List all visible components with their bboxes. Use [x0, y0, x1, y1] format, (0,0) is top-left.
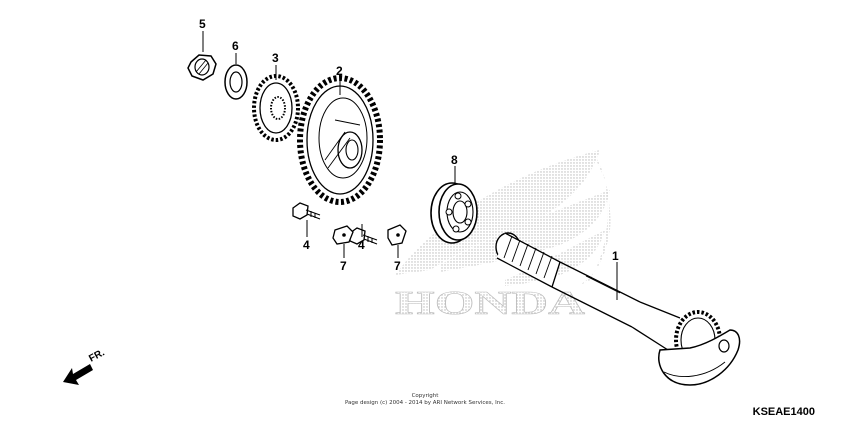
callout-4-right: 4 [358, 238, 365, 252]
bolt-part-4-left [292, 202, 321, 220]
stopper-plate-part-7-left [332, 225, 354, 245]
stopper-plate-part-7-right [387, 224, 407, 246]
washer-part-6 [224, 64, 248, 100]
honda-watermark-text: HONDA [395, 285, 586, 322]
hex-nut-part-5 [187, 54, 217, 81]
front-direction-label: FR. [87, 347, 107, 364]
callout-3: 3 [272, 51, 279, 65]
callout-4-left: 4 [303, 238, 310, 252]
callout-8: 8 [451, 153, 458, 167]
leader-lines [202, 31, 618, 300]
callout-7-left: 7 [340, 259, 347, 273]
honda-wing-watermark [395, 150, 611, 286]
callout-1: 1 [612, 249, 619, 263]
front-direction-arrow [63, 364, 93, 385]
large-gear-part-2 [297, 75, 383, 205]
small-gear-part-3 [252, 74, 300, 142]
diagram-code: KSEAE1400 [753, 406, 815, 418]
callout-6: 6 [232, 39, 239, 53]
bearing-part-8 [430, 182, 478, 244]
copyright-line-2: Page design (c) 2004 - 2014 by ARI Netwo… [345, 400, 505, 406]
callout-5: 5 [199, 17, 206, 31]
callout-7-right: 7 [394, 259, 401, 273]
copyright-line-1: Copyright [412, 393, 440, 399]
balancer-shaft-part-1 [495, 232, 741, 386]
callout-2: 2 [336, 64, 343, 78]
